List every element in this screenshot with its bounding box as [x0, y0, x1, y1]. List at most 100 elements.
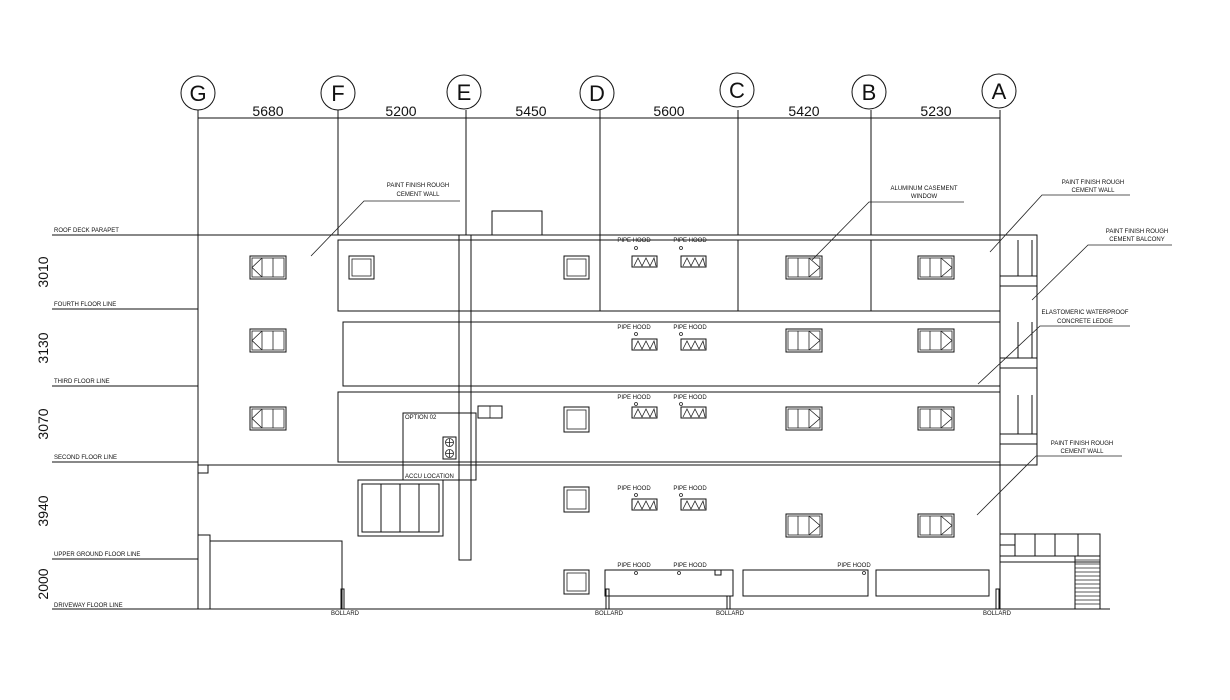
bollard [726, 595, 731, 610]
square-window [563, 569, 590, 595]
level-label-fourth: FOURTH FLOOR LINE [54, 302, 116, 308]
fan-blades [446, 439, 453, 457]
bollard [995, 588, 1000, 610]
square-window [563, 486, 590, 513]
storefront [357, 479, 444, 537]
casement-window [785, 255, 823, 280]
grid-lines [197, 110, 1001, 608]
grid-label: A [992, 79, 1007, 104]
vent-grille [714, 569, 722, 576]
pipe-hood-row-driveway: PIPE HOOD PIPE HOOD PIPE HOOD [617, 563, 871, 575]
floor-height: 3130 [35, 332, 51, 363]
leader-line [310, 200, 460, 257]
grid-label: D [589, 81, 605, 106]
grid-bubble-g: G [180, 75, 216, 111]
stair-outline [1074, 555, 1101, 610]
floor-heights: 3010 3130 3070 3940 2000 [35, 256, 51, 599]
grid-spacing: 5680 [252, 103, 283, 119]
grid-circle [719, 72, 755, 108]
pipe-hood-label: PIPE HOOD [673, 325, 707, 331]
square-window [563, 406, 590, 433]
leader-line [1031, 244, 1172, 301]
pipe-hood-pair: PIPE HOOD PIPE HOOD [617, 325, 707, 351]
casement-window [917, 513, 955, 538]
level-lines: ROOF DECK PARAPET FOURTH FLOOR LINE THIR… [52, 228, 1110, 610]
grid-spacing: 5200 [385, 103, 416, 119]
note-accu: ACCU LOCATION [405, 474, 454, 480]
level-label-second: SECOND FLOOR LINE [54, 455, 117, 461]
grid-bubble-c: C [719, 72, 755, 108]
note-elastomeric: ELASTOMERIC WATERPROOF [1042, 310, 1129, 316]
pipe-hood-label: PIPE HOOD [837, 563, 871, 569]
pipe-hood-pair: PIPE HOOD PIPE HOOD [617, 486, 707, 511]
floor-height: 3010 [35, 256, 51, 287]
pipe-hoods: PIPE HOOD PIPE HOOD PIPE HOOD PIPE HOOD … [617, 238, 871, 575]
third-floor-band [342, 321, 1001, 387]
fan-icon [445, 449, 454, 458]
accu-box [402, 412, 477, 481]
level-label-upper-ground: UPPER GROUND FLOOR LINE [54, 552, 140, 558]
grid-bubble-f: F [320, 75, 356, 111]
note-paint-wall-3: CEMENT WALL [1060, 449, 1104, 455]
grid-label: F [331, 81, 344, 106]
grid-spacing: 5230 [920, 103, 951, 119]
pipe-hood-label: PIPE HOOD [617, 563, 651, 569]
floor-height: 3070 [35, 408, 51, 439]
pipe-hood-label: PIPE HOOD [617, 325, 651, 331]
fourth-floor-band [337, 239, 1001, 312]
grid-bubbles: G F E D C B A [180, 72, 1017, 111]
leader-line [989, 194, 1130, 253]
level-label-driveway: DRIVEWAY FLOOR LINE [54, 603, 123, 609]
note-paint-wall-2: PAINT FINISH ROUGH [1062, 180, 1124, 186]
note-aluminum: ALUMINUM CASEMENT [890, 186, 957, 192]
vertical-duct [458, 234, 472, 561]
casement-window [249, 255, 287, 280]
note-paint-wall-2: CEMENT WALL [1071, 188, 1115, 194]
pipe-hood-label: PIPE HOOD [617, 486, 651, 492]
accu-unit [442, 436, 457, 460]
ground-panel [604, 569, 734, 597]
casement-window [249, 328, 287, 353]
bollard [340, 588, 345, 610]
grid-label: B [862, 80, 877, 105]
note-paint-wall-1: CEMENT WALL [396, 192, 440, 198]
grid-label: E [457, 80, 472, 105]
note-aluminum: WINDOW [911, 194, 938, 200]
casement-window [917, 255, 955, 280]
grid-bubble-b: B [851, 74, 887, 110]
pipe-hood-label: PIPE HOOD [673, 563, 707, 569]
casement-window [785, 406, 823, 431]
casement-window [785, 513, 823, 538]
bollard-label: BOLLARD [716, 611, 745, 617]
casement-window [785, 328, 823, 353]
stair-treads [1075, 559, 1100, 605]
pipe-hood-label: PIPE HOOD [617, 395, 651, 401]
grid-circle [579, 75, 615, 111]
bollard-label: BOLLARD [983, 611, 1012, 617]
small-vent-window [477, 405, 503, 419]
stair [1074, 555, 1101, 610]
grid-dimensions: 5680 5200 5450 5600 5420 5230 [198, 103, 1000, 119]
grid-bubble-a: A [981, 73, 1017, 109]
floor-height: 2000 [35, 568, 51, 599]
casement-window [249, 406, 287, 431]
grid-circle [981, 73, 1017, 109]
note-paint-balcony: CEMENT BALCONY [1109, 237, 1165, 243]
grid-bubble-d: D [579, 75, 615, 111]
note-elastomeric: CONCRETE LEDGE [1057, 319, 1113, 325]
gate-post [197, 534, 211, 610]
level-label-third: THIRD FLOOR LINE [54, 379, 110, 385]
gate-panel [209, 540, 343, 610]
second-floor-band [337, 391, 1001, 463]
west-wall [197, 235, 209, 609]
bollard-label: BOLLARD [595, 611, 624, 617]
building [197, 210, 1101, 610]
note-option: OPTION 02 [405, 415, 437, 421]
grid-bubble-e: E [446, 74, 482, 110]
pipe-hood-label: PIPE HOOD [673, 486, 707, 492]
ground-panel [742, 569, 869, 597]
roof-box [491, 210, 543, 236]
note-paint-balcony: PAINT FINISH ROUGH [1106, 229, 1168, 235]
square-window [348, 255, 375, 280]
